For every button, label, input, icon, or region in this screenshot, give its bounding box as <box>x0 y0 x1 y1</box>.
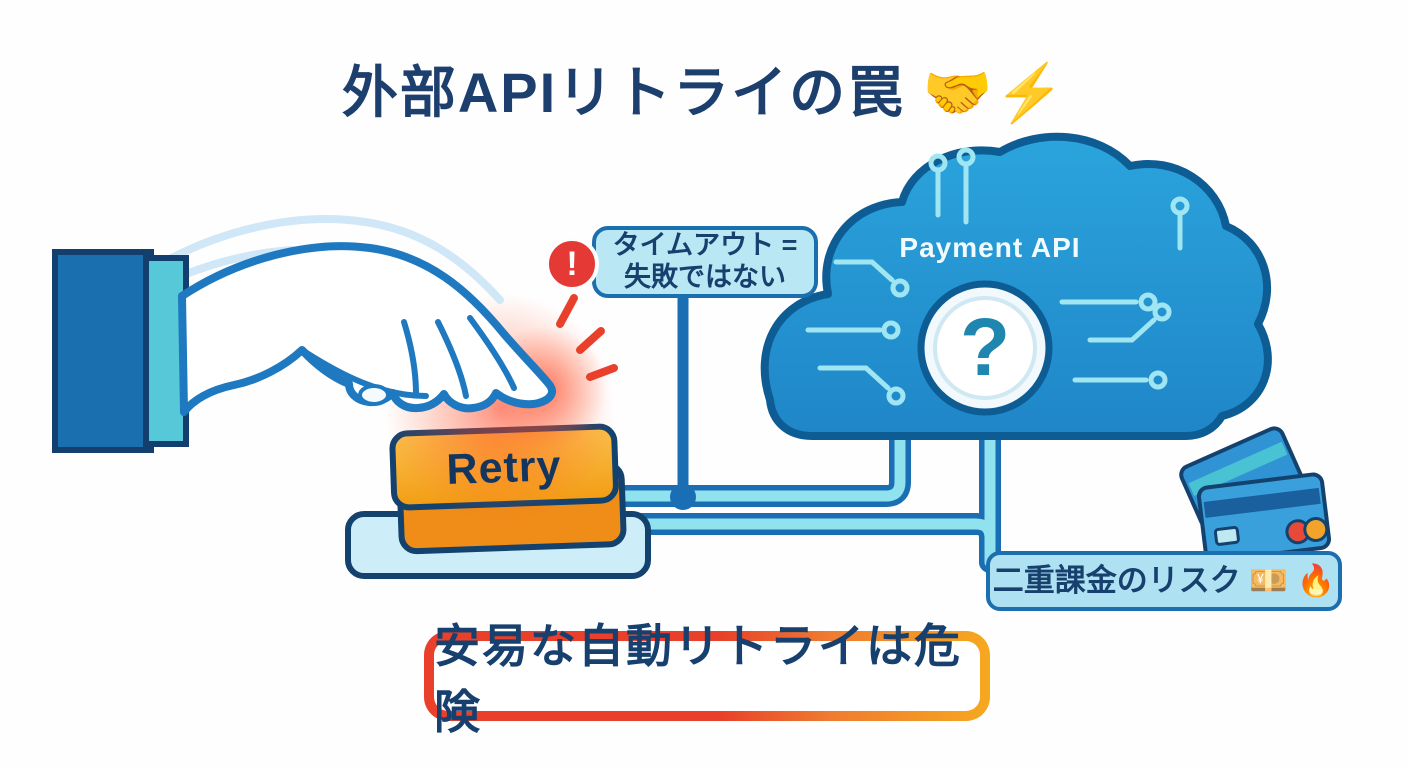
retry-button-label: Retry <box>445 442 563 494</box>
warning-icon: ! <box>545 237 599 291</box>
press-impact-marks <box>556 294 618 381</box>
payment-cloud <box>760 132 1272 440</box>
connector-junction-dot <box>670 484 696 510</box>
connection-lines <box>589 286 1001 573</box>
timeout-callout-line1: タイムアウト = <box>612 230 798 261</box>
circuit-traces <box>805 147 1190 406</box>
fingernail <box>358 384 390 406</box>
payment-api-label: Payment API <box>899 232 1081 263</box>
question-mark-icon: ? <box>959 302 1011 393</box>
question-circle-inner <box>933 296 1037 400</box>
hand-illustration <box>52 215 556 453</box>
sleeve <box>52 249 154 453</box>
motion-ghost-line <box>146 215 504 304</box>
page-title: 外部APIリトライの罠 🤝⚡ <box>341 61 1067 124</box>
timeout-callout: タイムアウト = 失敗ではない <box>592 226 818 298</box>
cloud-shape <box>760 132 1272 440</box>
timeout-callout-line2: 失敗ではない <box>624 262 786 292</box>
credit-cards-icon <box>1179 426 1332 564</box>
warning-banner-text: 安易な自動リトライは危険 <box>434 620 980 738</box>
double-charge-callout: 二重課金のリスク 💴 🔥 <box>986 551 1342 611</box>
warning-banner: 安易な自動リトライは危険 <box>424 620 990 738</box>
